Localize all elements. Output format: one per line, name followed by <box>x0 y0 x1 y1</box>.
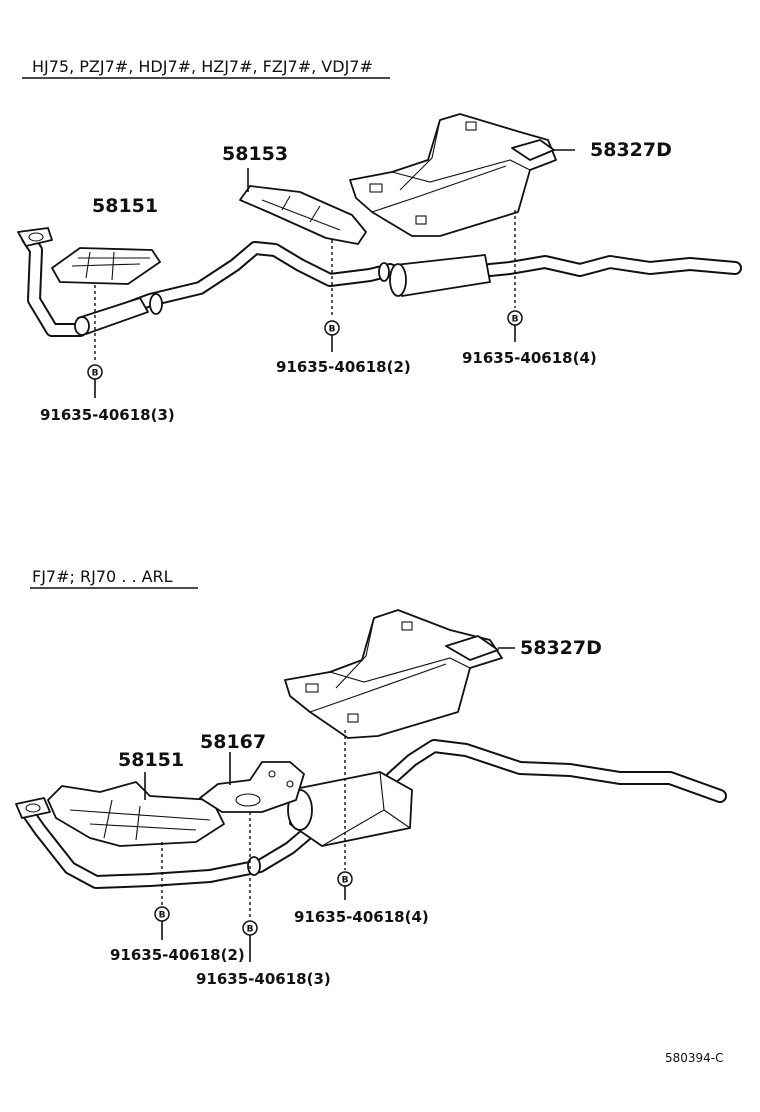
section-2: FJ7#; RJ70 . . ARL 58151 B 91635-40618(2 <box>15 567 727 988</box>
heat-insulator-58327d-a <box>349 113 557 237</box>
bolt-label: 91635-40618(3) <box>40 406 175 424</box>
bolt-label: 91635-40618(2) <box>110 946 245 964</box>
part-label-58327d: 58327D <box>520 637 602 659</box>
section-1-header: HJ75, PZJ7#, HDJ7#, HZJ7#, FZJ7#, VDJ7# <box>32 57 373 76</box>
part-label-58327d: 58327D <box>590 139 672 161</box>
bolt-label: 91635-40618(3) <box>196 970 331 988</box>
bolt-marker-letter: B <box>92 369 99 379</box>
bolt-marker-letter: B <box>329 325 336 335</box>
heat-insulator-58327d-b <box>284 609 503 739</box>
part-label-58153: 58153 <box>222 143 288 165</box>
bolt-label: 91635-40618(4) <box>294 908 429 926</box>
heat-insulator-58167 <box>199 761 305 813</box>
bolt-label: 91635-40618(2) <box>276 358 411 376</box>
section-1: HJ75, PZJ7#, HDJ7#, HZJ7#, FZJ7#, VDJ7# <box>17 57 742 424</box>
bolt-marker-letter: B <box>342 876 349 886</box>
bolt-label: 91635-40618(4) <box>462 349 597 367</box>
section-2-header: FJ7#; RJ70 . . ARL <box>32 567 173 586</box>
heat-insulator-58153 <box>239 185 367 245</box>
part-label-58167: 58167 <box>200 731 266 753</box>
drawing-code: 580394-C <box>665 1051 724 1065</box>
bolt-marker-letter: B <box>512 315 519 325</box>
exhaust-pipe-2 <box>15 739 727 889</box>
bolt-marker-letter: B <box>159 911 166 921</box>
part-label-58151: 58151 <box>118 749 184 771</box>
part-label-58151: 58151 <box>92 195 158 217</box>
exhaust-pipe-1 <box>17 227 742 337</box>
heat-insulator-58151-a <box>51 247 161 285</box>
heat-insulator-58151-b <box>47 781 225 847</box>
bolt-marker-letter: B <box>247 925 254 935</box>
